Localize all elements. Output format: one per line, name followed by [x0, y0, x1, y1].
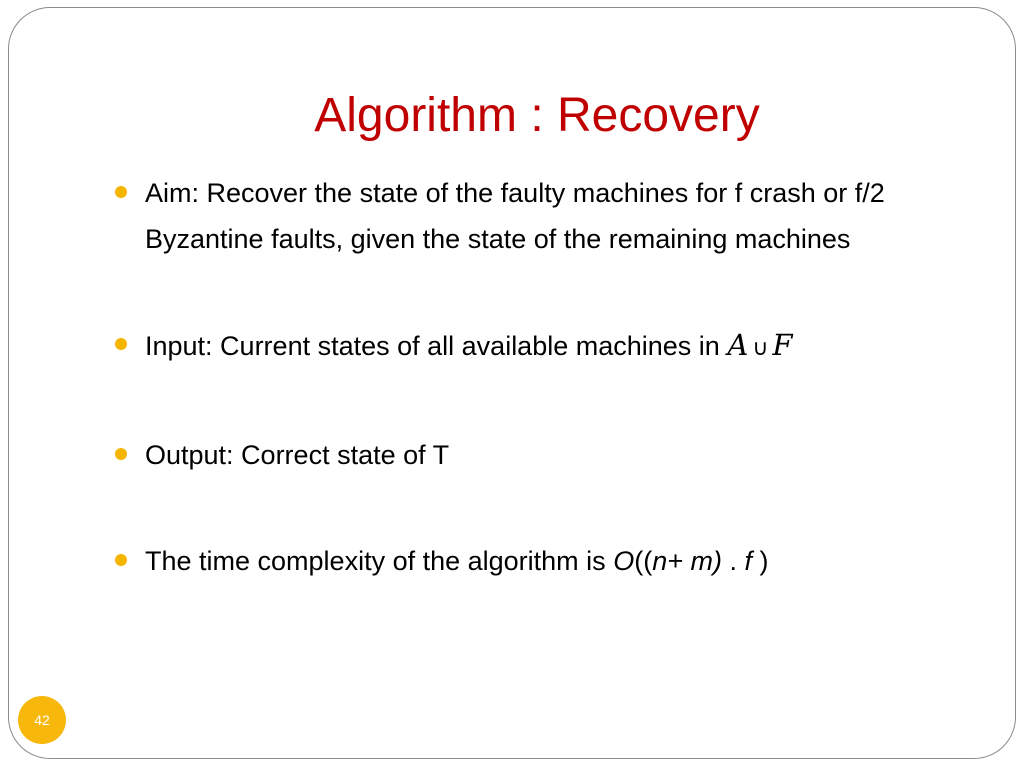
bullet-icon: [115, 338, 127, 350]
math-union-symbol: ∪: [752, 336, 769, 361]
bullet-aim: Aim: Recover the state of the faulty mac…: [115, 170, 915, 262]
complexity-o: O: [613, 546, 635, 576]
slide-title: Algorithm : Recovery: [314, 89, 760, 142]
bullet-icon: [115, 554, 127, 566]
complexity-n-plus-m: n+ m): [652, 546, 722, 576]
complexity-open-paren: ((: [634, 546, 653, 576]
bullet-text: Aim: Recover the state of the faulty mac…: [145, 178, 885, 254]
math-set-f: F: [772, 328, 793, 362]
bullet-output: Output: Correct state of T: [115, 432, 915, 478]
bullet-icon: [115, 448, 127, 460]
bullet-input: Input: Current states of all available m…: [115, 322, 915, 372]
bullet-complexity: The time complexity of the algorithm is …: [115, 538, 915, 584]
complexity-close-paren: ): [752, 546, 769, 576]
slide-frame: [8, 7, 1016, 759]
bullet-text: Input: Current states of all available m…: [145, 331, 720, 361]
bullet-icon: [115, 186, 127, 198]
math-set-a: A: [727, 328, 749, 362]
bullet-list: Aim: Recover the state of the faulty mac…: [115, 170, 915, 584]
bullet-text: The time complexity of the algorithm is: [145, 546, 606, 576]
complexity-f: f: [744, 546, 753, 576]
bullet-text: Output: Correct state of T: [145, 440, 450, 470]
complexity-dot: .: [721, 546, 745, 576]
page-number-badge: 42: [18, 696, 66, 744]
